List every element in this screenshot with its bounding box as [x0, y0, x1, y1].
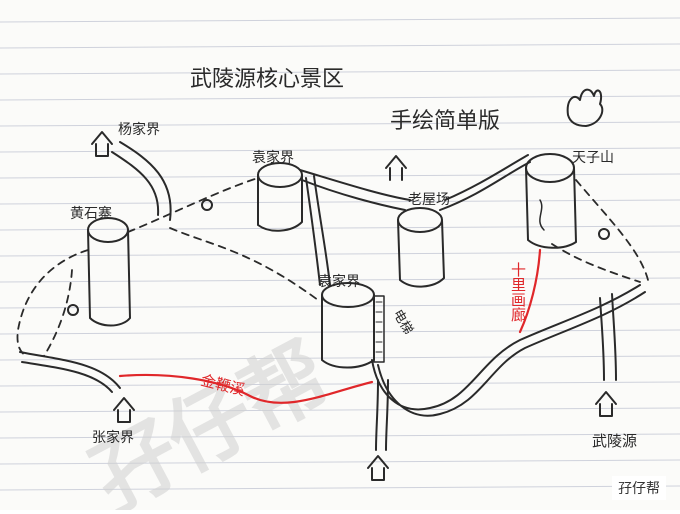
trail-left-loop [17, 250, 88, 356]
entrance-arrow-laowuchang [386, 156, 406, 180]
trail-huangshi-down [44, 270, 72, 356]
trail-tianzi-down [552, 244, 640, 282]
label-upper-center: 袁家界 [252, 149, 294, 166]
entrance-arrow-topleft [92, 132, 112, 156]
road-bottom-exit [376, 380, 388, 450]
trail-huangshi-to-upper [128, 178, 258, 232]
road-to-wulingyuan [600, 294, 616, 380]
ruled-line [0, 252, 680, 256]
road-upper-down [306, 176, 330, 285]
entrance-arrow-bottom [368, 456, 388, 480]
trail-upper-to-yuanjia [170, 228, 318, 300]
ruled-line [0, 18, 680, 22]
marker-1 [202, 200, 212, 210]
ruled-line [0, 174, 680, 178]
marker-2 [68, 305, 78, 315]
map-subtitle: 手绘简单版 [390, 109, 500, 134]
label-wulingyuan: 武陵源 [592, 432, 637, 450]
label-tianzishan: 天子山 [572, 150, 614, 166]
watermark-big: 孖仔帮 [76, 324, 345, 510]
mountain-upper-center [258, 163, 302, 231]
label-zhangjiajie: 张家界 [92, 429, 134, 446]
trail-tianzi-right [576, 180, 648, 280]
label-yuanjiajie: 袁家界 [318, 273, 360, 290]
mountain-laowuchang [398, 208, 444, 287]
ruled-line [0, 356, 680, 360]
mountain-yuanjiajie [322, 283, 384, 368]
ruled-line [0, 44, 680, 48]
entrance-arrow-wulingyuan [596, 392, 616, 416]
mountain-huangshizhai [88, 218, 130, 326]
label-huangshizhai: 黄石寨 [70, 205, 112, 222]
map-title: 武陵源核心景区 [190, 67, 344, 92]
road-yangjiajie [112, 142, 171, 220]
ruled-line [0, 330, 680, 334]
watermark-corner: 孖仔帮 [612, 476, 666, 500]
ruled-line [0, 200, 680, 204]
label-laowuchang: 老屋场 [408, 192, 450, 208]
label-ten-mile-gallery: 十里画廊 [509, 262, 527, 322]
hand-doodle [568, 90, 603, 126]
marker-3 [599, 229, 609, 239]
label-elevator: 电梯 [390, 307, 416, 337]
ruled-line [0, 226, 680, 230]
label-yangjiajie: 杨家界 [118, 121, 160, 138]
